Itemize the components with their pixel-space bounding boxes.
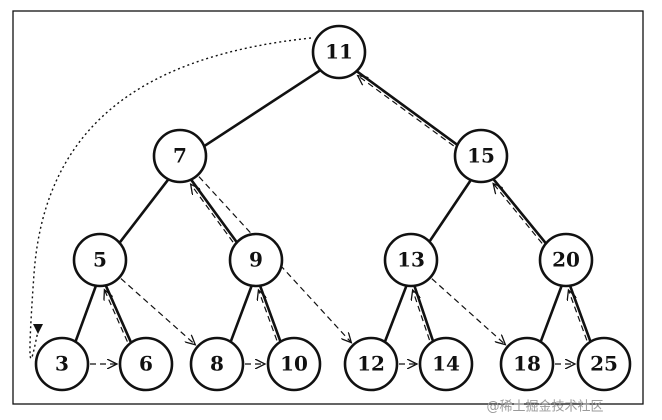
wrap-around-arrow-path [29,37,312,360]
node-label: 13 [397,248,425,272]
tree-edge-n9-n10 [259,285,282,342]
tree-edge-n20-n18 [539,285,563,342]
tree-edge-n5-n3 [74,285,97,342]
node-circle [152,128,208,184]
node-label: 20 [552,248,580,272]
node-circle [418,336,474,392]
node-circle [343,336,399,392]
tree-edge-n15-n13 [428,179,472,242]
wrap-around-arrow [29,37,312,360]
tree-edge-n11-n7 [203,69,321,148]
node-label: 18 [513,352,541,376]
tree-node-9: 9 [228,232,284,288]
tree-node-25: 25 [576,336,632,392]
traversal-arrow-n9-n7 [191,184,234,243]
node-label: 9 [249,248,263,272]
tree-edge-n20-n25 [569,285,592,342]
traversal-arrows [90,76,588,364]
node-circle [453,128,509,184]
tree-node-18: 18 [499,336,555,392]
tree-node-8: 8 [189,336,245,392]
tree-edge-n15-n20 [492,178,547,244]
node-circle [118,336,174,392]
node-circle [311,24,367,80]
node-label: 7 [173,144,187,168]
tree-edge-n11-n15 [356,70,458,146]
tree-edge-n13-n14 [413,285,435,342]
tree-node-6: 6 [118,336,174,392]
traversal-arrow-n6-n5 [104,290,128,342]
node-label: 6 [139,352,153,376]
traversal-arrow-n14-n13 [413,290,431,341]
tree-node-3: 3 [34,336,90,392]
node-circle [189,336,245,392]
traversal-arrow-n10-n9 [258,290,278,341]
tree-node-15: 15 [453,128,509,184]
node-circle [72,232,128,288]
tree-edges [74,69,592,343]
watermark-text: @稀土掘金技术社区 [486,399,603,415]
tree-edge-n13-n12 [383,285,408,342]
node-circle [383,232,439,288]
node-circle [499,336,555,392]
node-label: 3 [55,352,69,376]
node-label: 12 [357,352,385,376]
node-label: 14 [432,352,460,376]
tree-edge-n7-n9 [190,179,238,243]
node-circle [576,336,632,392]
node-label: 11 [325,40,353,64]
node-circle [266,336,322,392]
node-label: 25 [590,352,618,376]
node-circle [538,232,594,288]
traversal-arrow-n20-n15 [493,184,543,244]
tree-node-20: 20 [538,232,594,288]
node-label: 5 [93,248,107,272]
tree-node-14: 14 [418,336,474,392]
node-circle [228,232,284,288]
traversal-arrow-n5-n8 [120,278,195,345]
tree-node-12: 12 [343,336,399,392]
tree-edge-n7-n5 [118,178,170,244]
traversal-arrow-n25-n20 [568,290,588,341]
node-label: 15 [467,144,495,168]
diagram-frame [12,10,644,405]
tree-node-13: 13 [383,232,439,288]
tree-node-5: 5 [72,232,128,288]
node-circle [34,336,90,392]
tree-edge-n5-n6 [104,285,133,343]
traversal-arrow-n15-n11 [358,76,455,147]
tree-edge-n9-n8 [229,285,253,342]
tree-node-10: 10 [266,336,322,392]
tree-node-11: 11 [311,24,367,80]
traversal-arrow-n13-n18 [431,278,506,345]
tree-nodes: 11 7 15 5 9 13 20 3 6 8 10 12 14 18 25 [34,24,632,392]
node-label: 8 [210,352,224,376]
node-label: 10 [280,352,308,376]
tree-node-7: 7 [152,128,208,184]
